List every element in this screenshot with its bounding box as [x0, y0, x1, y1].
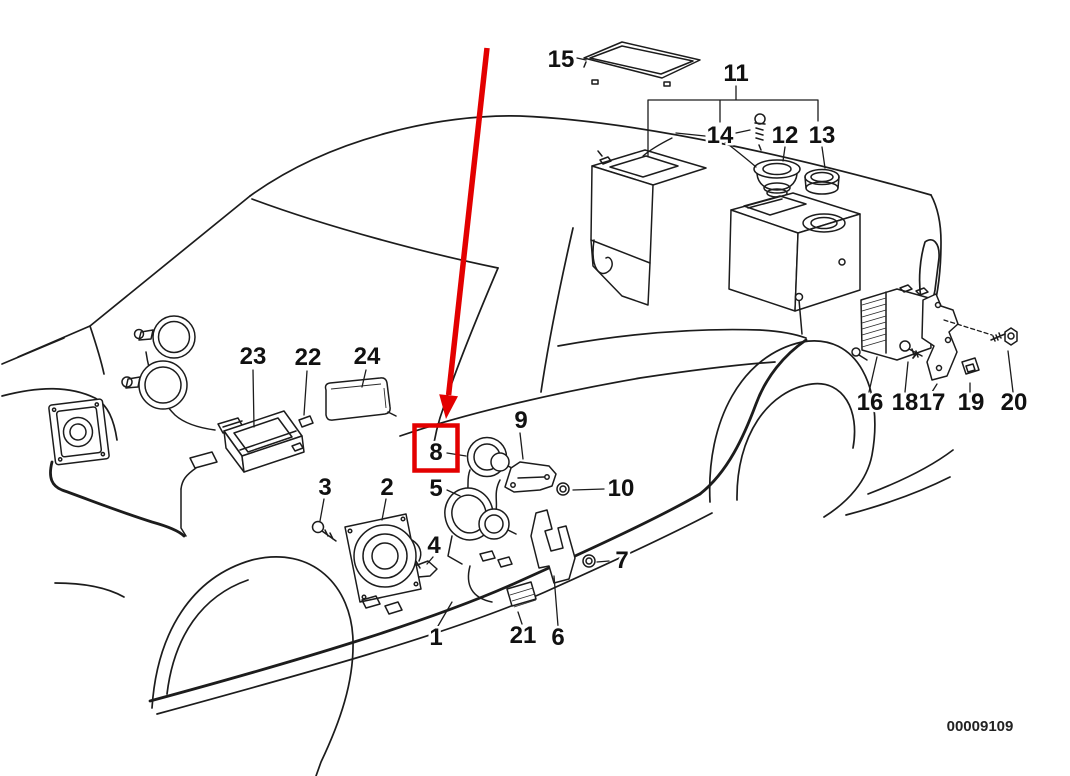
amp-bracket-17: [921, 293, 993, 381]
door-tweeter-upper: [133, 315, 196, 359]
head-unit-frame: [223, 410, 305, 473]
part-callout-15: 15: [548, 46, 575, 73]
hex-bolt-20: [990, 327, 1018, 346]
part-callout-14: 14: [707, 122, 734, 149]
part-callout-3: 3: [318, 474, 331, 501]
grommet-nut-7: [582, 554, 596, 568]
shelf-speaker-box-left: [590, 149, 707, 306]
highlight-box: [412, 423, 460, 473]
part-callout-24: 24: [354, 343, 381, 370]
document-number: 00009109: [947, 718, 1014, 735]
part-callout-13: 13: [809, 122, 836, 149]
highlight-group: [412, 47, 490, 473]
speaker-screw-3: [311, 520, 337, 542]
clip-22: [298, 415, 314, 428]
speaker-trim-ring: [804, 168, 840, 195]
part-callout-18: 18: [892, 389, 919, 416]
part-callout-22: 22: [295, 344, 322, 371]
part-callout-17: 17: [919, 389, 946, 416]
amplifier: [851, 284, 932, 361]
midrange-speaker: [465, 436, 517, 495]
part-callout-20: 20: [1001, 389, 1028, 416]
rear-door-speaker-5: [444, 487, 517, 603]
part-callout-21: 21: [510, 622, 537, 649]
part-callout-10: 10: [608, 475, 635, 502]
door-speaker-2: [344, 513, 422, 615]
part-callout-9: 9: [514, 407, 527, 434]
part-callout-1: 1: [429, 624, 442, 651]
part-callout-6: 6: [551, 624, 564, 651]
bracket-screw-18: [899, 340, 923, 358]
front-speaker-left: [48, 398, 110, 466]
shelf-screw: [754, 113, 766, 151]
part-callout-8: 8: [429, 439, 442, 466]
shelf-speaker-box-right: [728, 192, 861, 335]
part-callout-16: 16: [857, 389, 884, 416]
part-callout-5: 5: [429, 475, 442, 502]
part-callout-19: 19: [958, 389, 985, 416]
shelf-speaker: [753, 159, 801, 198]
grommet-nut-10: [556, 482, 570, 496]
part-callout-4: 4: [427, 532, 441, 559]
highlight-arrow-shaft: [445, 47, 490, 396]
part-callout-12: 12: [772, 122, 799, 149]
part-callout-11: 11: [723, 60, 748, 87]
part-callout-23: 23: [240, 343, 267, 370]
rear-shelf-grille: [583, 41, 701, 87]
part-callout-7: 7: [615, 547, 628, 574]
door-tweeter-lower: [121, 360, 188, 410]
trim-plate: [324, 377, 397, 421]
wiring-connector-21: [506, 581, 537, 608]
highlight-arrow-head: [439, 394, 458, 419]
speed-nut-19: [961, 357, 980, 375]
mounting-bracket-6: [530, 509, 576, 584]
part-callout-2: 2: [380, 474, 393, 501]
